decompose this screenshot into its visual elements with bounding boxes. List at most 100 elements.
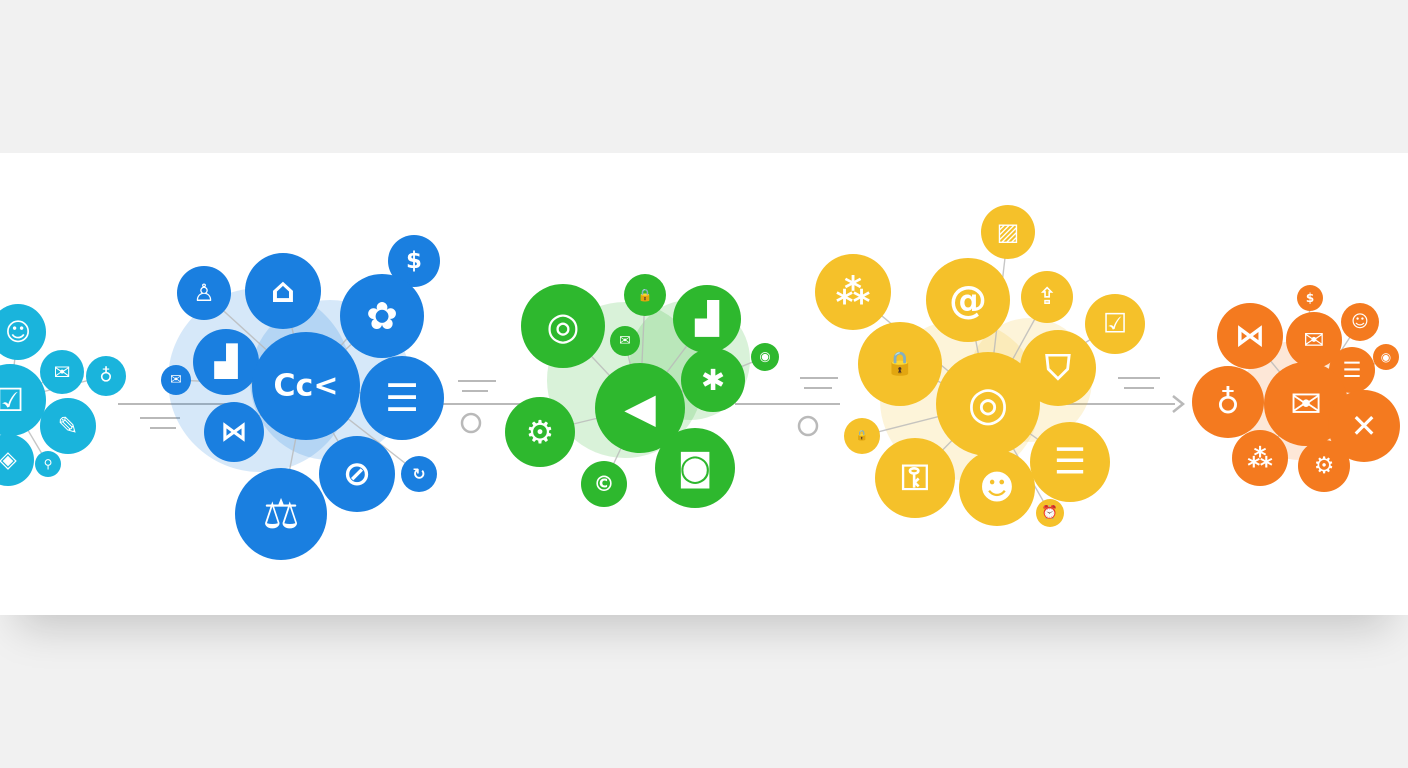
node-circle [235, 468, 327, 560]
link-icon: ⊘ [343, 454, 372, 494]
green-node: ◉ [751, 343, 779, 371]
ring-marker [460, 412, 482, 434]
alarm-icon: ⏰ [1042, 504, 1058, 521]
diamond-icon: ◈ [0, 447, 17, 473]
green-node: ✱ [681, 348, 745, 412]
yellow-node: 🔒 [844, 418, 880, 454]
target-icon: Cc< [274, 369, 339, 404]
palette-icon: ✿ [366, 294, 398, 338]
node-circle [0, 304, 46, 360]
ring-marker [797, 415, 819, 437]
node-circle [610, 326, 640, 356]
award-icon: ⛉ [1044, 348, 1071, 388]
list-icon: ☰ [1054, 442, 1086, 483]
growth-chart-icon: ▟ [694, 300, 720, 337]
list-icon: ☰ [1343, 358, 1362, 382]
connectors [118, 377, 1186, 437]
green-node: ✉ [610, 326, 640, 356]
cluster-green: ◎🔒▟✉◉⚙◀✱◙© [505, 274, 779, 508]
node-circle [1192, 366, 1264, 438]
copyright-icon: © [594, 472, 615, 496]
lightbulb-icon: ♁ [99, 366, 112, 387]
yellow-node: ◎ [936, 352, 1040, 456]
cluster-cyan: ☺ ✉ ♁ ☑ ✎ ◈ ⚲ [0, 304, 126, 486]
envelope-icon: ✉ [1290, 382, 1322, 426]
edit-icon: ✎ [58, 412, 79, 441]
cyan-node: ☑ [0, 364, 46, 436]
node-circle [401, 456, 437, 492]
node-circle [40, 350, 84, 394]
orange-node: ✉ [1264, 362, 1348, 446]
node-circle [858, 322, 942, 406]
blue-node: ☰ [360, 356, 444, 440]
green-node: ◎ [521, 284, 605, 368]
image-icon: ▨ [997, 218, 1020, 246]
node-circle [252, 332, 360, 440]
yellow-node: ⇪ [1021, 271, 1073, 323]
target-icon: ◎ [967, 377, 1008, 432]
settings-icon: ⚙ [1314, 453, 1335, 479]
record-icon: ◉ [759, 350, 770, 365]
yellow-node: ⏰ [1036, 499, 1064, 527]
blue-node: ⚖ [235, 468, 327, 560]
blue-node: ✉ [161, 365, 191, 395]
green-node: © [581, 461, 627, 507]
green-node: ⚙ [505, 397, 575, 467]
usb-icon: ⚿ [901, 458, 928, 499]
orange-node: ✉ [1286, 312, 1342, 368]
money-icon: $ [1306, 291, 1314, 305]
node-circle [35, 451, 61, 477]
analytics-chart-icon: ▟ [213, 344, 238, 380]
green-node: ◀ [595, 363, 685, 453]
node-circle [177, 266, 231, 320]
node-circle [521, 284, 605, 368]
node-circle [193, 329, 259, 395]
blue-node: $ [388, 235, 440, 287]
target-icon: ◎ [546, 304, 579, 348]
location-icon: ⚲ [44, 457, 53, 471]
blue-node: ♙ [177, 266, 231, 320]
node-circle [1297, 285, 1323, 311]
node-circle [1036, 499, 1064, 527]
cyan-node: ⚲ [35, 451, 61, 477]
cyan-node: ♁ [86, 356, 126, 396]
node-circle [673, 285, 741, 353]
orange-node: ♁ [1192, 366, 1264, 438]
orange-node: ✕ [1328, 390, 1400, 462]
at-sign-icon: @ [949, 278, 987, 322]
upload-icon: ⇪ [1037, 284, 1056, 310]
blue-node: ⌂ [245, 253, 321, 329]
node-circle [360, 356, 444, 440]
checklist-icon: ☑ [0, 381, 24, 419]
mail-icon: ✉ [1304, 326, 1325, 355]
cluster-yellow: ▨⁂@⇪☑🔒◎⛉🔒⚿☻☰⏰ [815, 205, 1145, 527]
mail-icon: ✉ [54, 360, 71, 384]
orange-node: $ [1297, 285, 1323, 311]
balance-scale-icon: ⚖ [263, 490, 300, 538]
eye-icon: ◉ [1381, 350, 1391, 364]
blue-node: ⊘ [319, 436, 395, 512]
network-icon: ⁂ [836, 272, 871, 312]
megaphone-icon: ◀ [624, 384, 656, 432]
node-circle [681, 348, 745, 412]
badge-icon: ⋈ [1235, 319, 1265, 354]
blue-node: Cc< [252, 332, 360, 440]
chat-icon: ☺ [1351, 312, 1369, 332]
node-circle [0, 364, 46, 436]
blue-node: ↻ [401, 456, 437, 492]
cyan-node: ✉ [40, 350, 84, 394]
orange-node: ⁂ [1232, 430, 1288, 486]
node-circle [40, 398, 96, 454]
node-circle [1020, 330, 1096, 406]
node-circle [161, 365, 191, 395]
node-circle [204, 402, 264, 462]
lock-icon: 🔒 [886, 351, 915, 377]
node-circle [581, 461, 627, 507]
blue-node: ✿ [340, 274, 424, 358]
lightbulb-icon: ♁ [1216, 383, 1239, 421]
chat-icon: ☺ [5, 318, 31, 347]
yellow-node: ☰ [1030, 422, 1110, 502]
cyan-node: ◈ [0, 434, 34, 486]
lock-icon: 🔒 [638, 288, 653, 302]
cyan-node: ☺ [0, 304, 46, 360]
